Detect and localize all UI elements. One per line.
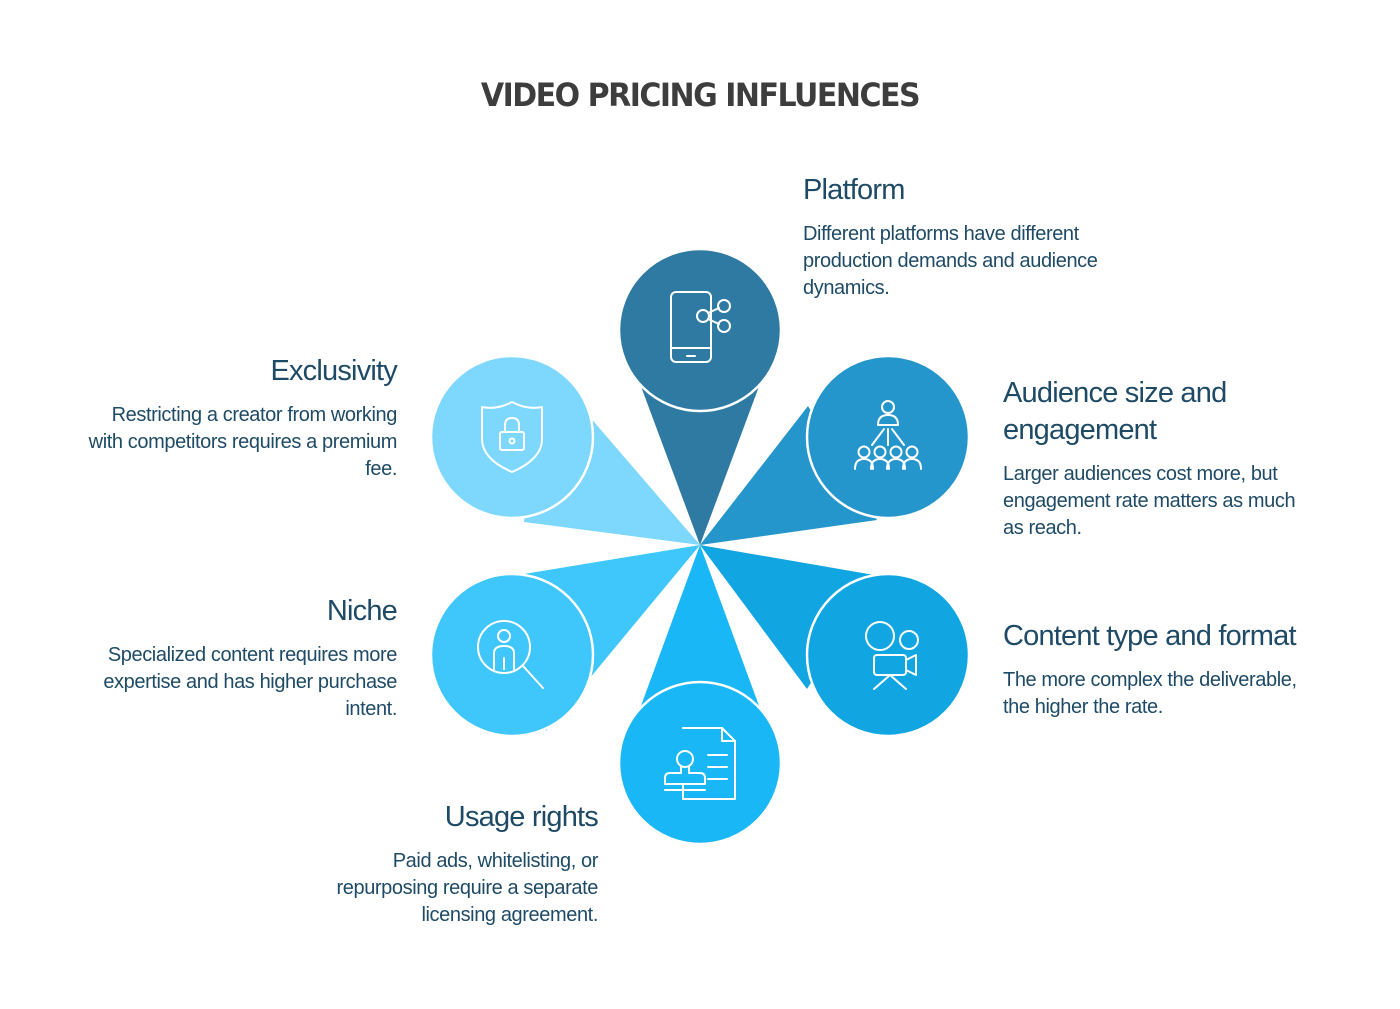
- factor-usage-description: Paid ads, whitelisting, or repurposing r…: [336, 850, 598, 926]
- petal-niche: [429, 545, 700, 738]
- petal-exclusivity: [429, 354, 700, 545]
- factor-usage: Usage rights Paid ads, whitelisting, or …: [318, 799, 598, 929]
- petal-usage-circle: [617, 680, 783, 846]
- factor-platform-description: Different platforms have different produ…: [803, 223, 1098, 299]
- factor-platform: Platform Different platforms have differ…: [803, 172, 1133, 302]
- petal-niche-circle: [429, 572, 595, 738]
- petal-audience: [700, 354, 971, 545]
- factor-platform-heading: Platform: [803, 174, 905, 206]
- petal-audience-wedge: [700, 406, 877, 545]
- factor-niche: Niche Specialized content requires more …: [87, 593, 397, 723]
- audience-network-icon: [854, 400, 922, 470]
- petal-platform-circle: [617, 247, 783, 413]
- shield-lock-icon: [481, 401, 543, 473]
- person-search-icon: [477, 620, 544, 689]
- factor-content: Content type and format The more complex…: [1003, 618, 1313, 721]
- petal-usage: [617, 545, 783, 846]
- factor-exclusivity-heading: Exclusivity: [270, 355, 397, 387]
- factor-niche-description: Specialized content requires more expert…: [103, 644, 397, 720]
- factor-content-heading: Content type and format: [1003, 620, 1297, 652]
- factor-exclusivity-description: Restricting a creator from working with …: [88, 404, 398, 480]
- factor-audience: Audience size and engagement Larger audi…: [1003, 375, 1303, 542]
- petal-exclusivity-circle: [429, 354, 595, 520]
- petal-platform: [617, 247, 783, 545]
- diagram-title: VIDEO PRICING INFLUENCES: [480, 76, 921, 115]
- factor-audience-heading: Audience size and engagement: [1003, 377, 1227, 446]
- factor-audience-description: Larger audiences cost more, but engageme…: [1003, 463, 1296, 539]
- video-camera-icon: [865, 621, 919, 690]
- factor-content-description: The more complex the deliverable, the hi…: [1003, 669, 1297, 718]
- stamp-document-icon: [664, 727, 736, 800]
- petal-content-wedge: [700, 545, 880, 689]
- factor-usage-heading: Usage rights: [444, 801, 599, 833]
- factor-niche-heading: Niche: [326, 595, 398, 627]
- petal-content: [700, 545, 971, 738]
- smartphone-share-icon: [670, 291, 731, 363]
- factor-exclusivity: Exclusivity Restricting a creator from w…: [87, 353, 398, 483]
